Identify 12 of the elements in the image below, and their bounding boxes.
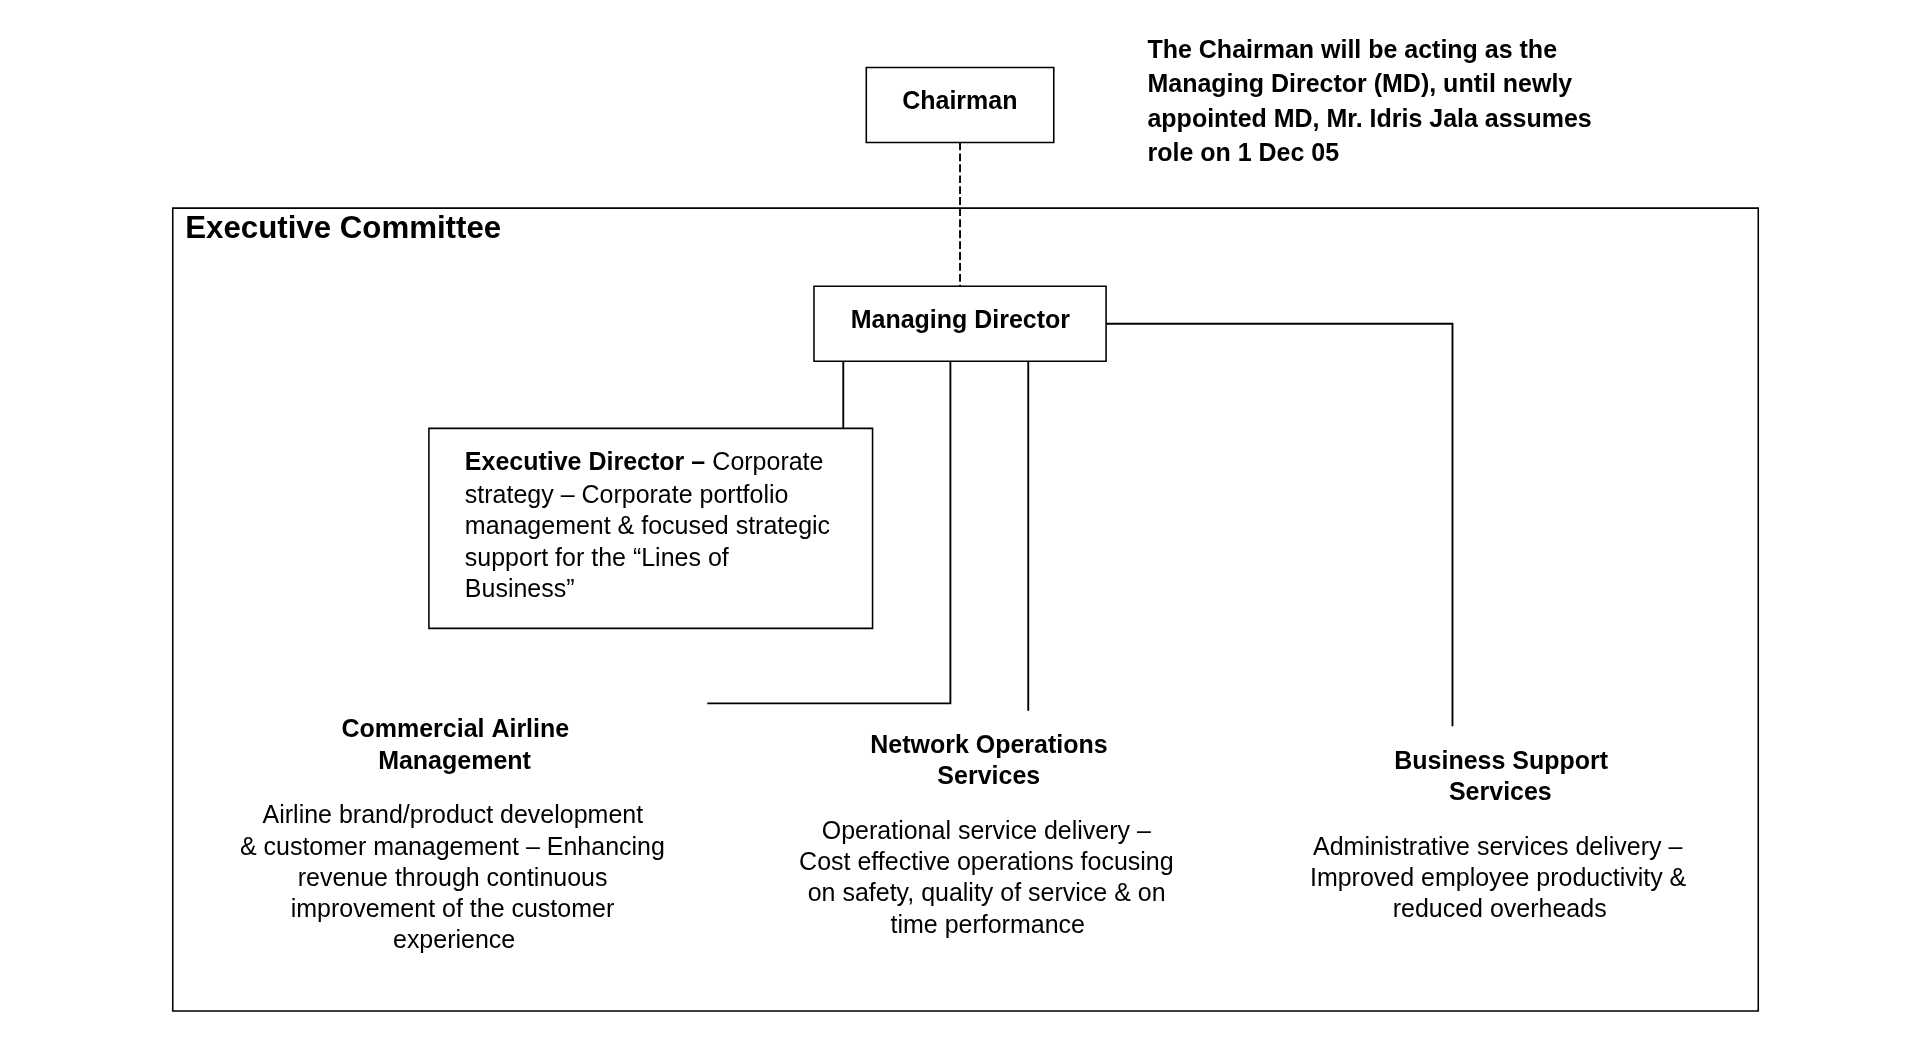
node-text: Business Support Services Administrative services delivery – Improved employee productivity & reduced overheads [1309, 745, 1686, 923]
node-box: Chairman [865, 66, 1055, 144]
connector [1105, 322, 1453, 728]
node-box: Managing Director [812, 285, 1107, 362]
node-box: Executive Director – Corporate strategy – Corporate portfolio management & focused strategic support for the “Lines of Business” [427, 427, 873, 630]
node-text: Commercial Airline Management Airline brand/product development & customer management – Enhancing revenue through continuous improvement of the customer experience [239, 714, 665, 954]
label: The Chairman will be acting as the Managing Director (MD), until newly appointed MD, Mr. Idris Jala assumes role on 1 Dec 05 [1146, 34, 1592, 166]
connector [705, 360, 951, 705]
connector [1026, 360, 1029, 712]
connector [958, 141, 961, 287]
node-text: Network Operations Services Operational service delivery – Cost effective operations focusing on safety, quality of service & on time performance [798, 730, 1174, 938]
connector [841, 360, 844, 430]
